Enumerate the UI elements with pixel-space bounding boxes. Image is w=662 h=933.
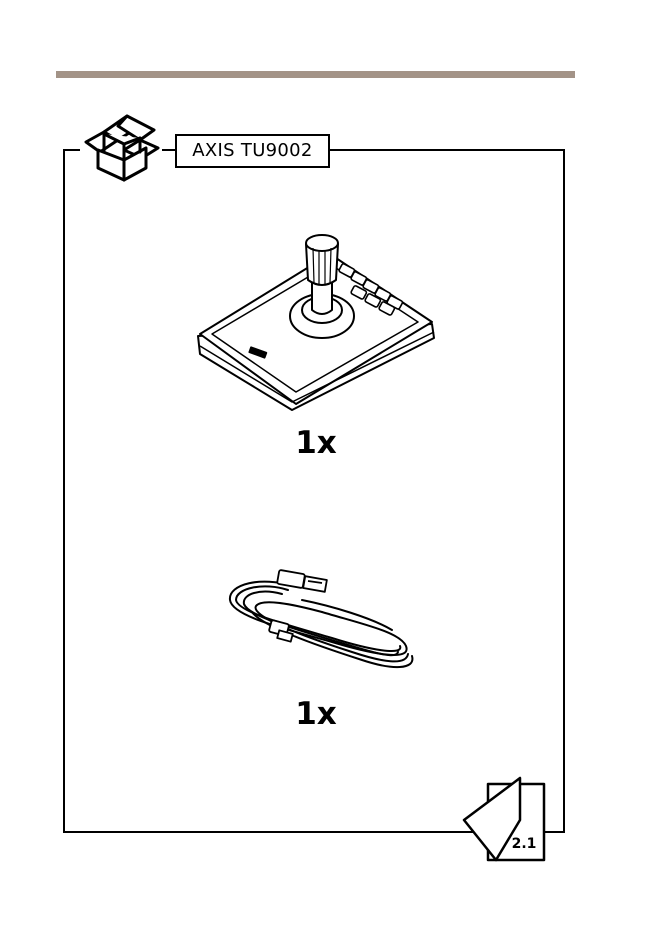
manual-section-number: 2.1 — [503, 833, 545, 855]
usb-cable-icon — [222, 566, 418, 686]
joystick-quantity: 1x — [276, 425, 356, 461]
box-icon — [80, 112, 162, 184]
joystick-icon — [192, 226, 442, 416]
cable-quantity: 1x — [276, 696, 356, 732]
model-label: AXIS TU9002 — [175, 134, 330, 168]
top-divider — [56, 71, 575, 78]
